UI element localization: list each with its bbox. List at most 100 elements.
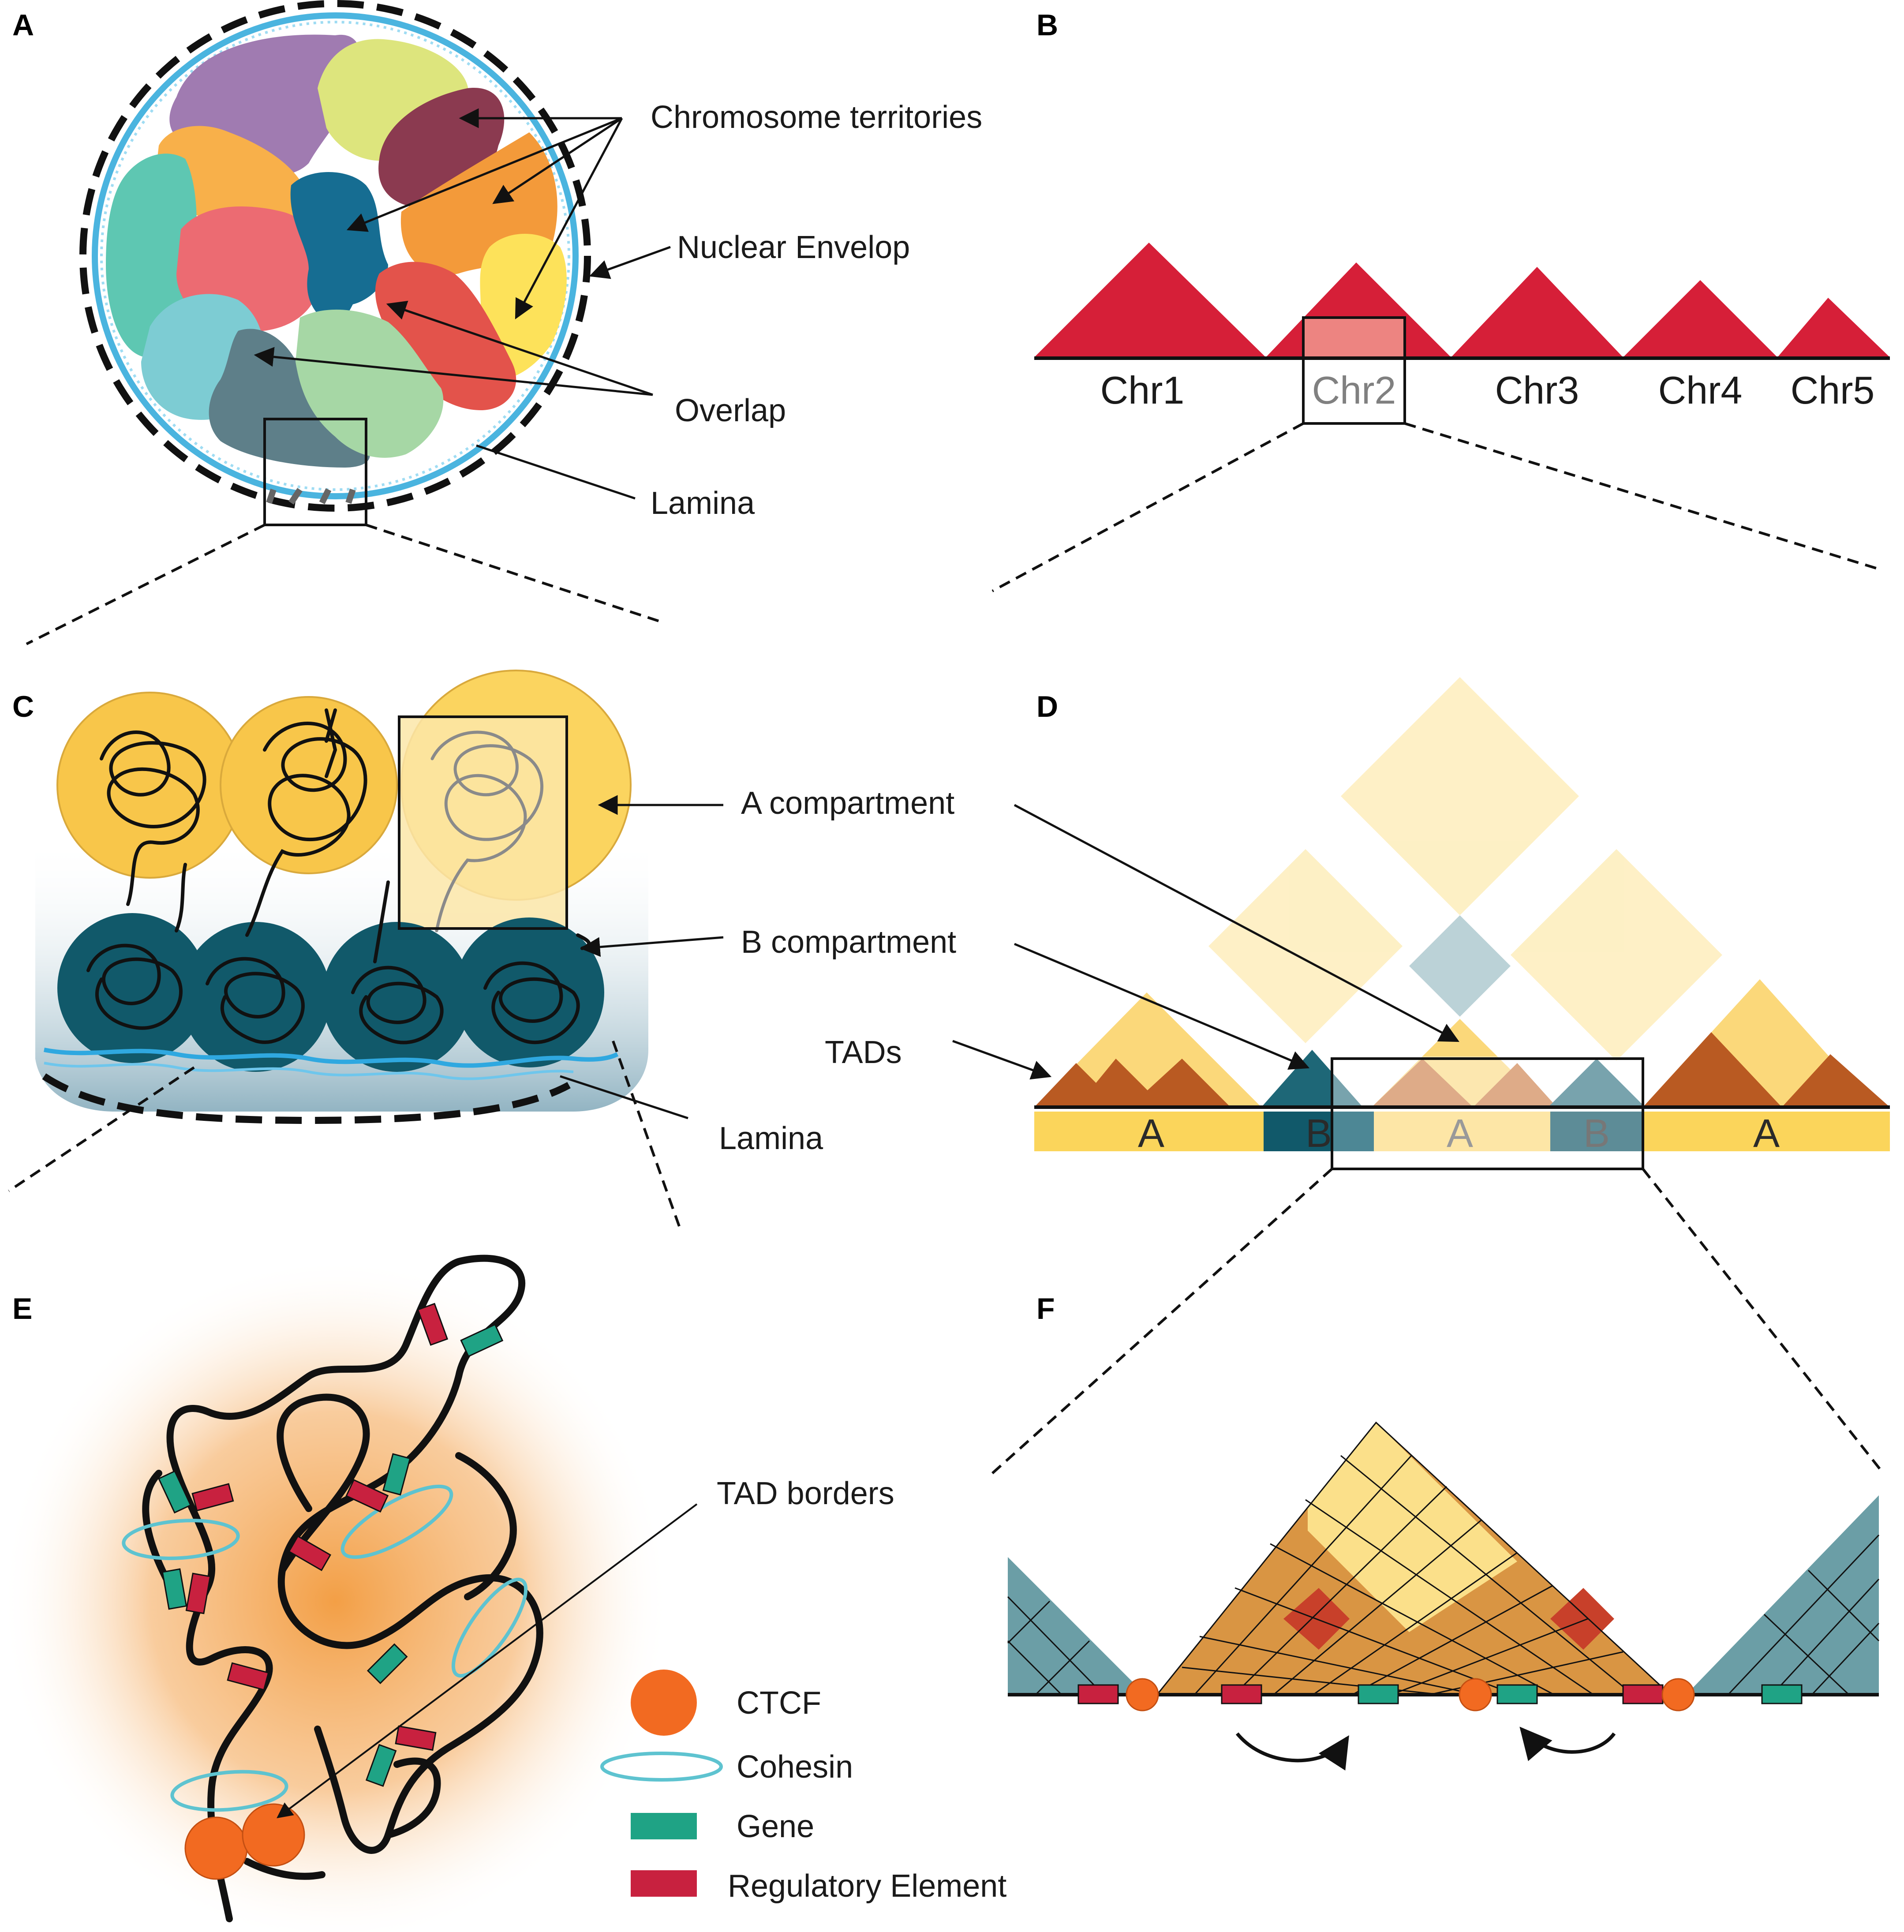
fiber-a2-top [325, 708, 337, 778]
tad-b1 [1261, 1050, 1363, 1107]
regulatory-blocks-e [185, 1303, 449, 1751]
arrow-tads-to-d [952, 1040, 1052, 1080]
diamond-right [1511, 849, 1722, 1061]
label-b-compartment: B compartment [741, 925, 956, 960]
grid-r1 [1340, 1455, 1632, 1695]
fiber-link-2 [373, 880, 390, 963]
annotation-arrows-c [560, 795, 724, 1120]
reg-block-7 [395, 1725, 437, 1751]
segment-label-a2: A [1447, 1112, 1473, 1156]
fiber-tail-e [243, 1858, 325, 1880]
axis-elements-f [1077, 1678, 1803, 1711]
cohesin-ring-3 [451, 1577, 528, 1678]
grid-tl1 [1007, 1596, 1103, 1695]
chr4-label: Chr4 [1658, 368, 1743, 412]
legend-reg-label: Regulatory Element [728, 1868, 1006, 1904]
a-sphere-2 [220, 696, 398, 874]
arrow-ct-2 [492, 117, 623, 204]
zoom-box-a [263, 418, 367, 526]
segment-a3 [1643, 1112, 1890, 1151]
tad-a2-sub1 [1372, 1059, 1473, 1107]
cohesin-ring-4 [170, 1770, 288, 1812]
legend-gene-swatch [631, 1813, 697, 1839]
segment-a1 [1034, 1112, 1264, 1151]
legend-gene-label: Gene [737, 1809, 814, 1844]
compartment-bar [1034, 1112, 1890, 1151]
arrow-b-compartment [580, 936, 724, 957]
territory-mint [296, 309, 444, 458]
chr1-label: Chr1 [1100, 368, 1185, 412]
panel-d-label: D [1036, 690, 1058, 723]
zoom-box-b [1302, 316, 1406, 425]
grid-tr1 [1728, 1534, 1880, 1695]
fiber-b1 [86, 944, 183, 1030]
arrow-envelope [589, 246, 671, 279]
fiber-b2 [206, 957, 305, 1044]
cohesin-ring-2 [340, 1484, 453, 1559]
reg-block-6 [227, 1662, 269, 1691]
gene-axis-1 [1358, 1684, 1399, 1704]
loop-arrow-left [1235, 1732, 1349, 1771]
zoom-line-a-right [366, 524, 662, 623]
legend-ctcf-swatch [631, 1670, 697, 1736]
chr5-label: Chr5 [1791, 368, 1875, 412]
nucleus [79, 0, 591, 512]
label-a-compartment: A compartment [741, 786, 954, 821]
panel-c: C [8, 670, 956, 1227]
gene-block-6 [365, 1744, 397, 1787]
b-sphere-1 [57, 913, 207, 1063]
gene-axis-2 [1496, 1684, 1538, 1704]
tad-a3-sub2 [1782, 1054, 1890, 1107]
tad-glow [0, 1257, 670, 1932]
tad-a1-sub3 [1129, 1059, 1231, 1107]
gene-blocks-e [157, 1323, 504, 1787]
fiber-b4 [483, 961, 580, 1045]
legend-cohesin-swatch [600, 1752, 723, 1782]
panel-c-label: C [12, 690, 34, 723]
tad-left-teal [1008, 1557, 1145, 1694]
b-sphere-2 [181, 922, 331, 1072]
label-lamina-a: Lamina [651, 486, 755, 521]
gene-block-3 [382, 1453, 411, 1496]
segment-label-b1: B [1305, 1112, 1332, 1156]
grid-l4 [1314, 1552, 1518, 1695]
a-sphere-3-highlight [399, 717, 567, 929]
grid-tr3 [1812, 1622, 1880, 1695]
tad-triangles-d [1034, 979, 1890, 1107]
segment-b2 [1550, 1112, 1643, 1151]
fiber-b3 [351, 966, 444, 1045]
grid-r3 [1270, 1543, 1553, 1695]
zoom-box-c [398, 715, 568, 930]
grid-tl2 [1007, 1640, 1062, 1695]
grid-tr2 [1772, 1578, 1880, 1695]
ctcf-axis-3 [1661, 1678, 1695, 1711]
panel-d: D [952, 677, 1890, 1475]
grid-tl3 [1007, 1600, 1051, 1644]
diamond-b-center [1409, 915, 1511, 1017]
tad-main-yellow [1308, 1423, 1517, 1632]
arrow-overlap-1 [254, 347, 653, 396]
b-compartment-spheres [57, 913, 604, 1072]
reg-block-4 [417, 1303, 449, 1346]
b-sphere-4 [454, 917, 604, 1067]
fiber-a3-grey [430, 730, 543, 932]
segment-label-a1: A [1138, 1112, 1164, 1156]
grid-r2 [1305, 1499, 1593, 1695]
label-nuclear-envelop: Nuclear Envelop [677, 230, 910, 265]
grid-l2 [1234, 1486, 1448, 1695]
territory-blue [290, 172, 388, 326]
cohesin-ring-1 [122, 1519, 240, 1560]
arrow-tad-borders [277, 1503, 698, 1819]
gene-axis-3 [1761, 1684, 1803, 1704]
segment-label-b2: B [1583, 1112, 1610, 1156]
tad-b2 [1548, 1059, 1645, 1107]
fiber-side-e2 [277, 1393, 370, 1574]
chr3-label: Chr3 [1495, 368, 1579, 412]
panel-b-label: B [1036, 8, 1058, 42]
panel-e-label: E [12, 1292, 32, 1325]
cohesin-rings [122, 1484, 528, 1812]
label-tad-borders: TAD borders [717, 1476, 894, 1511]
fiber-side-e4 [385, 1757, 441, 1838]
diamond-top [1341, 677, 1579, 915]
ctcf-axis-1 [1126, 1678, 1159, 1711]
